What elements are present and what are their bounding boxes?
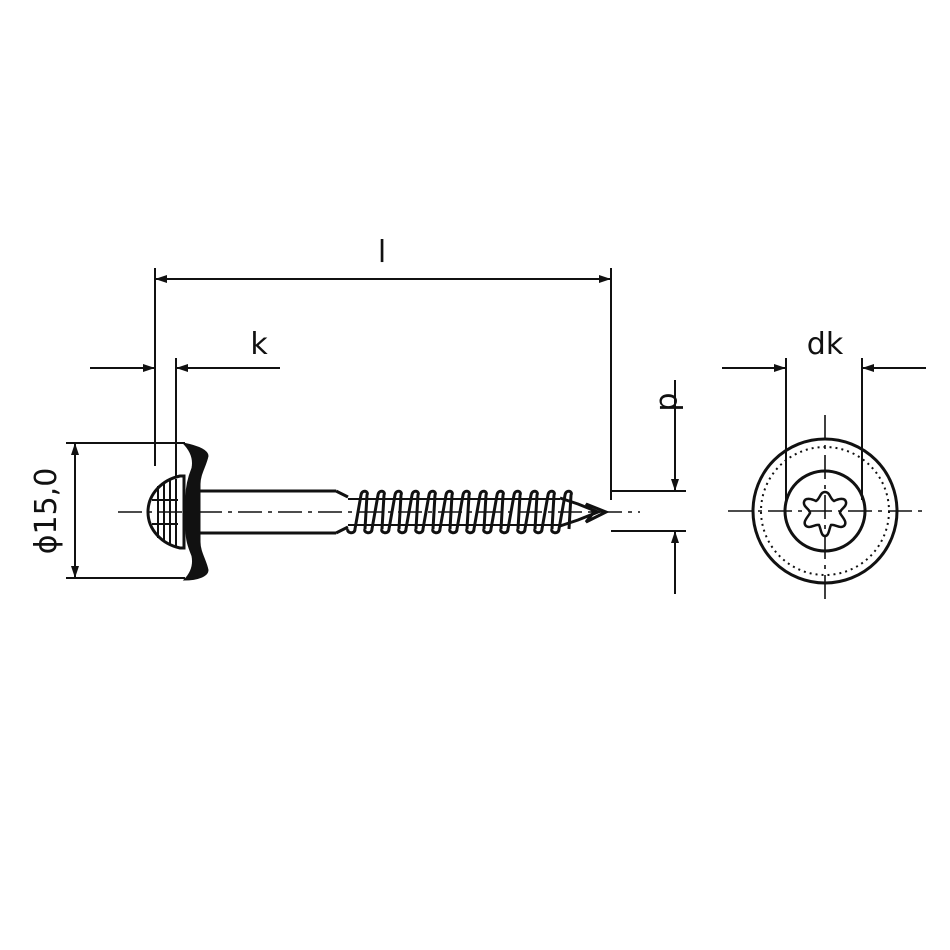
end-view: dk <box>722 327 926 605</box>
label-head-diameter: dk <box>807 327 844 362</box>
washer <box>181 442 209 581</box>
washer-inner-ring <box>760 446 890 576</box>
side-view: l k ϕ15,0 d <box>29 235 687 594</box>
label-head-height: k <box>250 327 268 362</box>
label-washer-diameter: ϕ15,0 <box>29 468 64 555</box>
screw-shank <box>200 489 349 535</box>
head-outline <box>783 469 867 553</box>
label-thread-diameter: d <box>652 392 687 411</box>
torx-recess-icon <box>802 490 848 538</box>
label-length: l <box>378 235 386 270</box>
screw-head <box>146 474 186 550</box>
screw-tip <box>559 496 610 528</box>
screw-thread <box>346 489 573 535</box>
washer-outline <box>751 437 899 585</box>
